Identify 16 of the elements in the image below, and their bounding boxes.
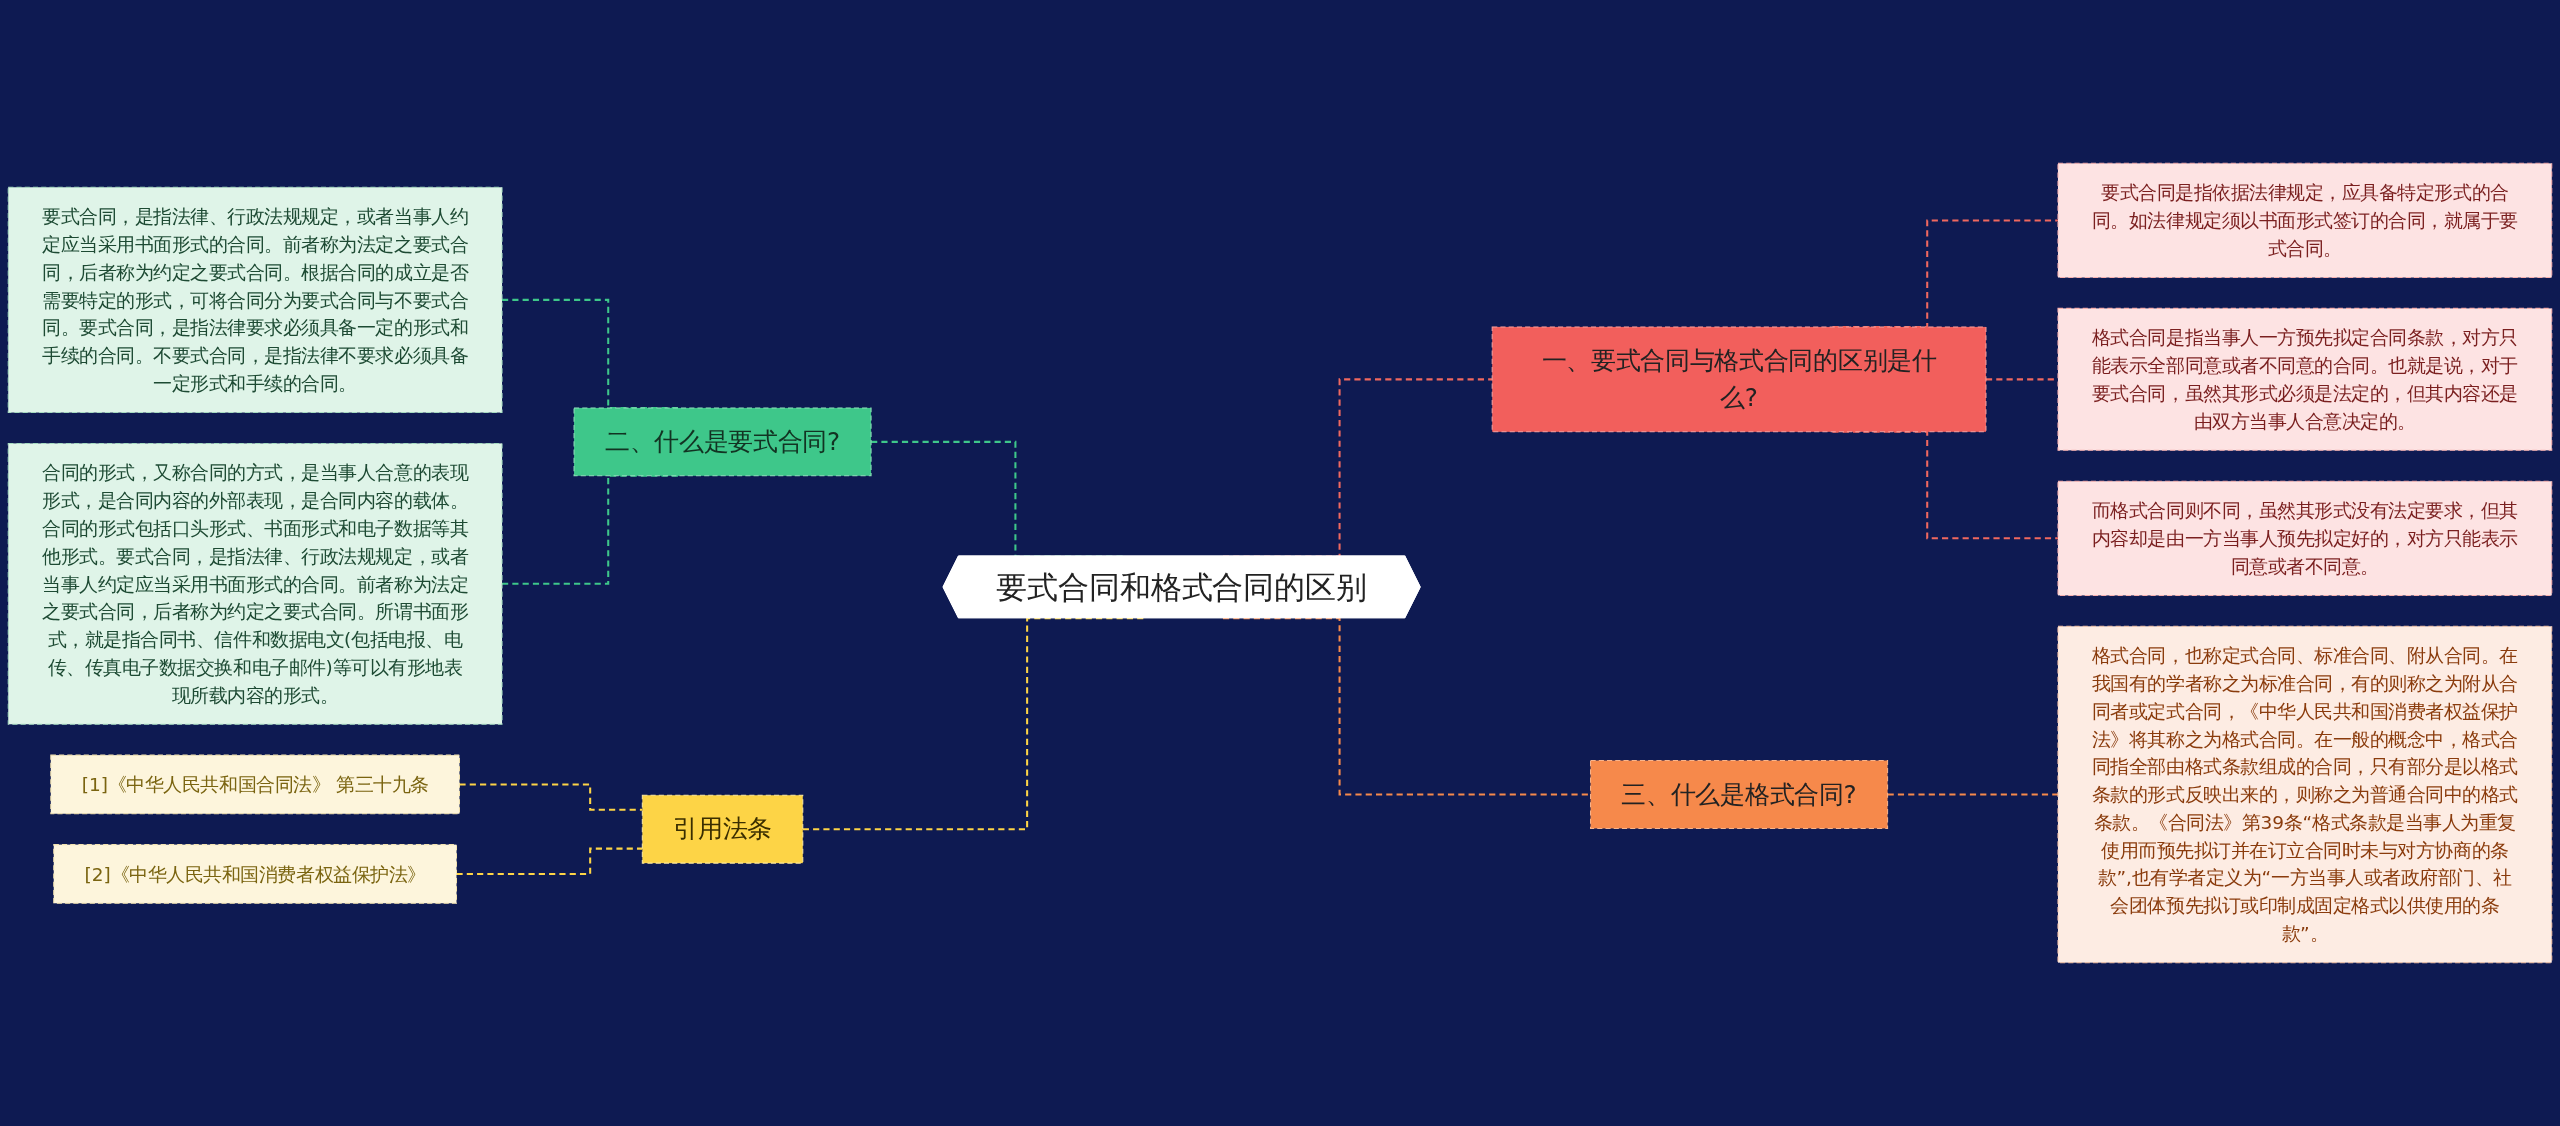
node-box: 格式合同，也称定式合同、标准合同、附从合同。在我国有的学者称之为标准合同，有的则称之为附从合同者或定式合同，《中华人民共和国消费者权益保护法》将其称之为格式合同。在一般的概念中，格式合同指全部由格式条款组成的合同，只有部分是以格式条款的形式反映出来的，则称之为普通合同中的格式条款。《合同法》第39条“格式条款是当事人为重复使用而预先拟订并在订立合同时未与对方协商的条款”,也有学者定义为“一方当事人或者政府部门、社会团体预先拟订或印制成固定格式以供使用的条款”。 [2057,625,2553,964]
node-box: [1]《中华人民共和国合同法》 第三十九条 [50,754,460,815]
node-box: 合同的形式，又称合同的方式，是当事人合意的表现形式，是合同内容的外部表现，是合同内容的载体。合同的形式包括口头形式、书面形式和电子数据等其他形式。要式合同，是指法律、行政法规规定，或者当事人约定应当采用书面形式的合同。前者称为法定之要式合同，后者称为约定之要式合同。所谓书面形式，就是指合同书、信件和数据电文(包括电报、电传、传真电子数据交换和电子邮件)等可以有形地表现所载内容的形式。 [7,442,503,725]
node-box: 一、要式合同与格式合同的区别是什么? [1491,326,1987,433]
connector [1887,793,2058,796]
node-box: 引用法条 [641,794,804,864]
node-box: 要式合同，是指法律、行政法规规定，或者当事人约定应当采用书面形式的合同。前者称为法定之要式合同，后者称为约定之要式合同。根据合同的成立是否需要特定的形式，可将合同分为要式合同与不要式合同。要式合同，是指法律要求必须具备一定的形式和手续的合同。不要式合同，是指法律不要求必须具备一定形式和手续的合同。 [7,186,503,414]
node-box: 要式合同是指依据法律规定，应具备特定形式的合同。如法律规定须以书面形式签订的合同，就属于要式合同。 [2057,162,2553,279]
connector [1222,617,1591,796]
node-box: 格式合同是指当事人一方预先拟定合同条款，对方只能表示全部同意或者不同意的合同。也就是说，对于要式合同，虽然其形式必须是法定的，但其内容还是由双方当事人合意决定的。 [2057,307,2553,451]
node-box: [2]《中华人民共和国消费者权益保护法》 [53,844,457,904]
node-box: 三、什么是格式合同? [1590,760,1889,829]
connector [459,783,643,811]
node-box: 而格式合同则不同，虽然其形式没有法定要求，但其内容却是由一方当事人预先拟定好的，对方只能表示同意或者不同意。 [2057,480,2553,596]
node-box: 二、什么是要式合同? [573,407,872,477]
connector [456,847,643,875]
